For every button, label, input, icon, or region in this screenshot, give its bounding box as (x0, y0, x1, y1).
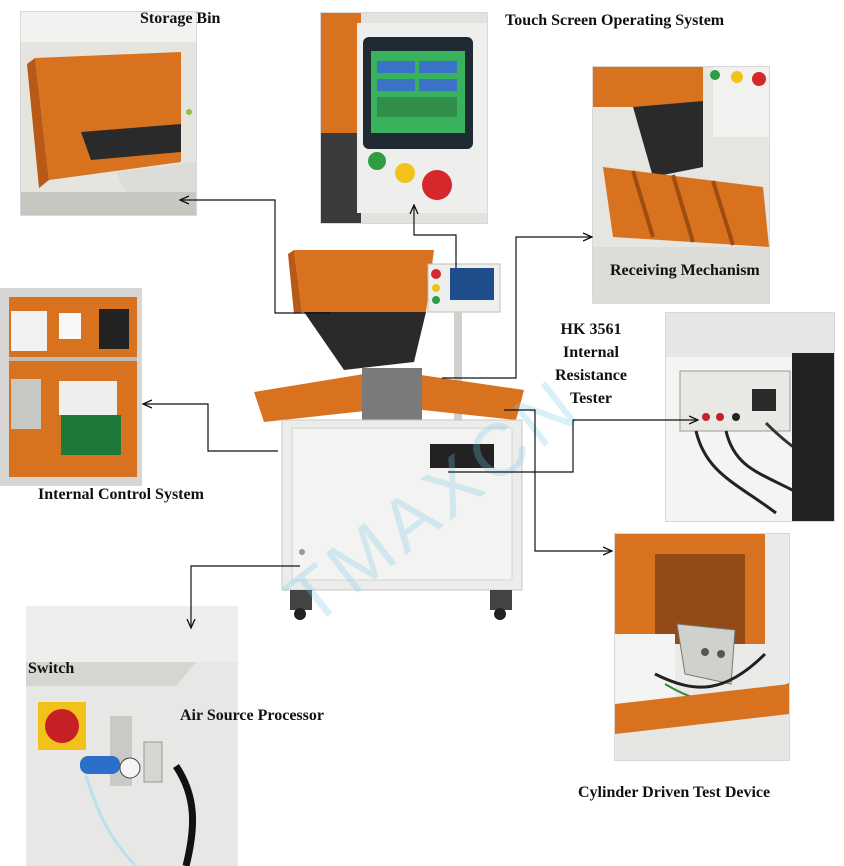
arrow-internal-control (143, 404, 278, 452)
tester-label-line3: Resistance (555, 367, 627, 384)
storage-bin-photo (20, 11, 197, 216)
touch-screen-photo (320, 12, 488, 224)
tester-label-line2: Internal (563, 344, 619, 361)
arrow-tester (448, 420, 698, 473)
tester-label: HK 3561 Internal Resistance Tester (548, 318, 634, 410)
tester-photo (665, 312, 835, 522)
internal-control-photo (0, 288, 142, 486)
arrow-touch-screen (414, 205, 457, 268)
cylinder-label: Cylinder Driven Test Device (578, 784, 771, 801)
arrow-cylinder (504, 409, 612, 551)
cylinder-photo (614, 533, 790, 761)
internal-control-label: Internal Control System (38, 486, 204, 503)
arrow-receiving (442, 237, 592, 379)
receiving-label: Receiving Mechanism (610, 262, 760, 279)
touch-screen-label: Touch Screen Operating System (505, 12, 725, 29)
receiving-photo (592, 66, 770, 304)
switch-label: Switch (28, 660, 75, 677)
switch-air-photo (26, 606, 238, 866)
air-source-label: Air Source Processor (180, 707, 324, 724)
storage-bin-label: Storage Bin (140, 10, 221, 27)
arrow-air-source (191, 565, 300, 628)
tester-label-line4: Tester (569, 390, 613, 407)
main-machine-photo (254, 242, 584, 622)
tester-label-line1: HK 3561 (560, 321, 622, 338)
arrow-storage-bin (180, 200, 330, 314)
